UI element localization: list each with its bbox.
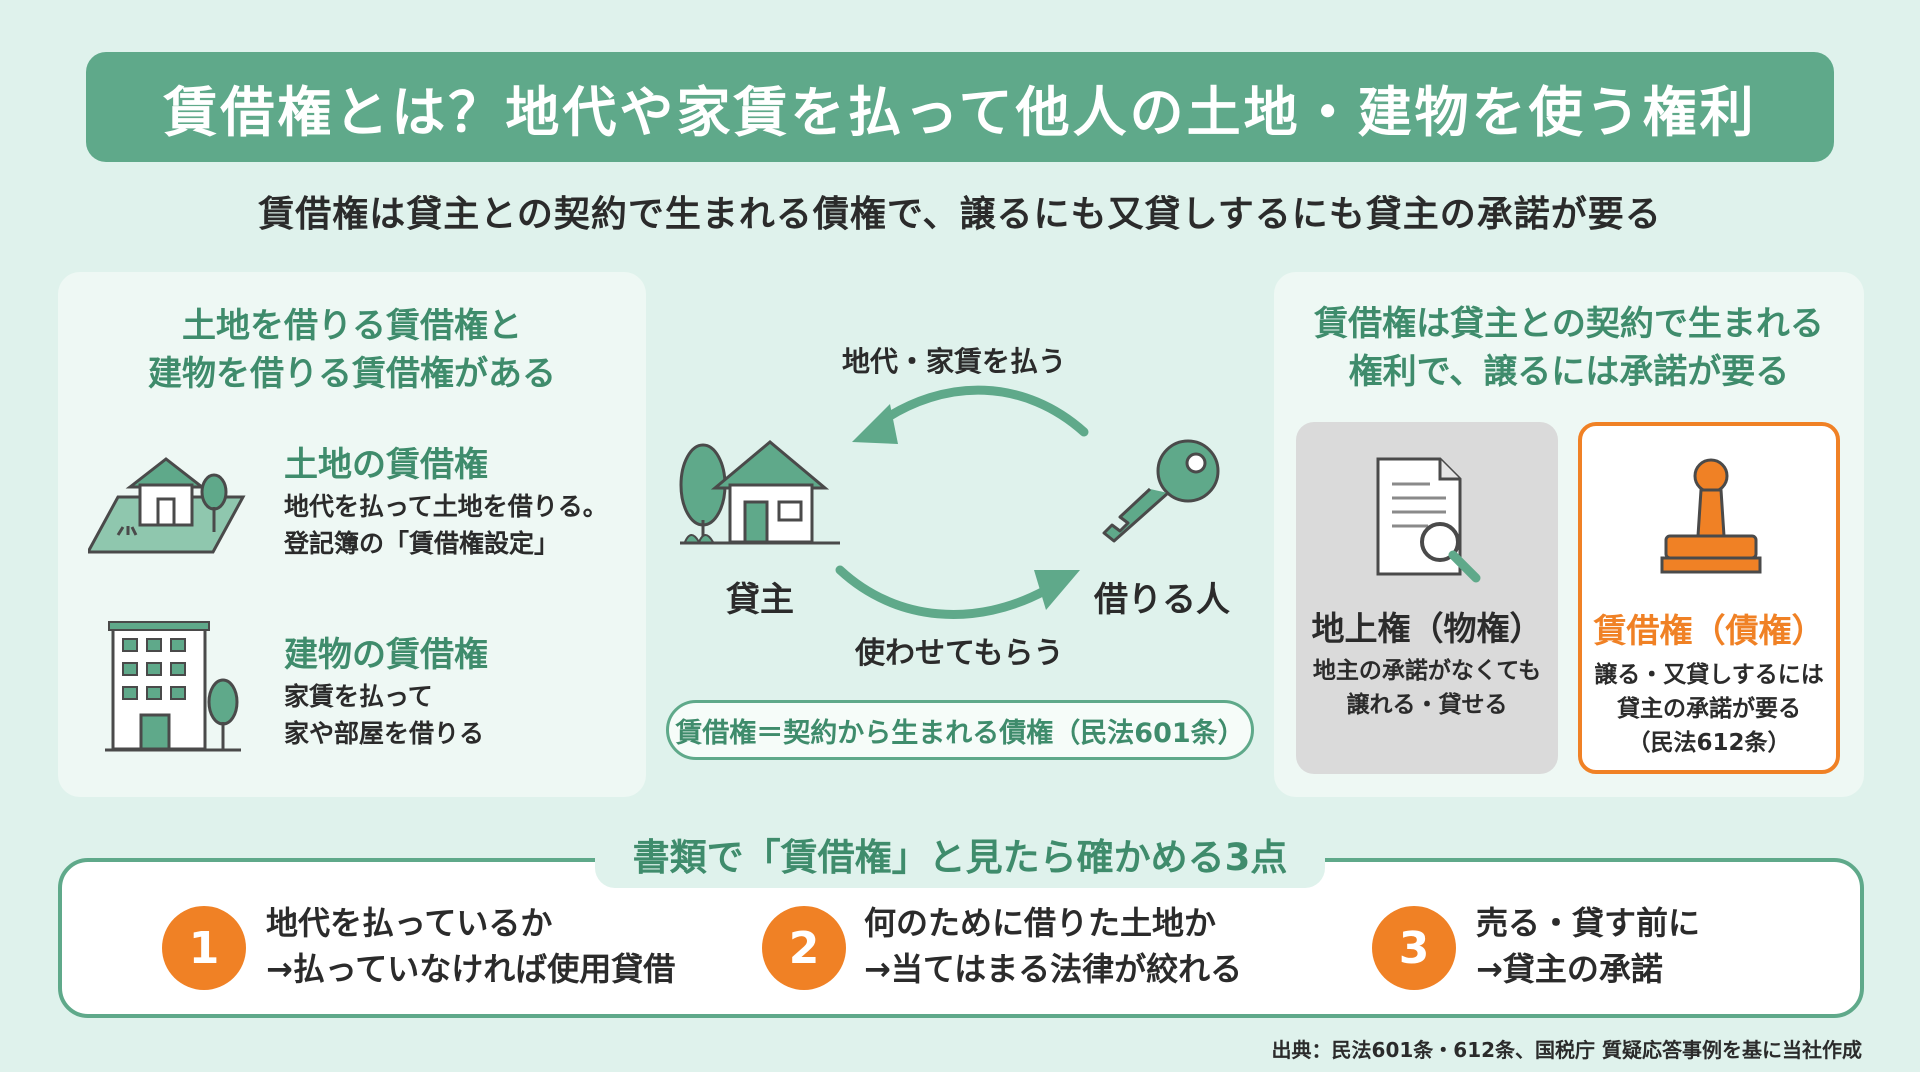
checklist-heading: 書類で「賃借権」と見たら確かめる3点 xyxy=(595,828,1325,888)
step-3-number: 3 xyxy=(1372,906,1456,990)
title-banner: 賃借権とは？地代や家賃を払って他人の土地・建物を使う権利 xyxy=(86,52,1834,162)
right-heading-line2: 権利で、譲るには承諾が要る xyxy=(1348,352,1790,392)
building-lease-desc-2: 家や部屋を借りる xyxy=(284,719,485,748)
building-icon xyxy=(105,621,241,752)
top-arrow-label: 地代・家賃を払う xyxy=(842,345,1067,378)
page-title: 賃借権とは？地代や家賃を払って他人の土地・建物を使う権利 xyxy=(163,80,1757,144)
house-land-icon xyxy=(88,457,246,554)
bottom-arrow-label: 使わせてもらう xyxy=(855,636,1064,671)
page-subtitle: 賃借権は貸主との契約で生まれる債権で、譲るにも又貸しするにも貸主の承諾が要る xyxy=(258,194,1662,235)
left-heading-line1: 土地を借りる賃借権と xyxy=(182,306,522,346)
step-2-line1: 何のために借りた土地か xyxy=(864,904,1217,942)
left-panel: 土地を借りる賃借権と 建物を借りる賃借権がある 土地の賃借権 地代を払って土地を… xyxy=(58,272,646,797)
step-3-line2: →貸主の承諾 xyxy=(1476,950,1663,988)
superficies-desc-2: 譲れる・貸せる xyxy=(1346,692,1508,718)
land-lease-title: 土地の賃借権 xyxy=(284,445,488,485)
superficies-desc-1: 地主の承諾がなくても xyxy=(1312,658,1542,684)
left-heading-line2: 建物を借りる賃借権がある xyxy=(148,354,556,394)
step-2-line2: →当てはまる法律が絞れる xyxy=(864,950,1243,988)
lender-label: 貸主 xyxy=(726,580,794,620)
step-3-line1: 売る・貸す前に xyxy=(1476,904,1701,942)
lease-definition-pill: 賃借権＝契約から生まれる債権（民法601条） xyxy=(666,700,1254,760)
lease-card-desc-1: 譲る・又貸しするには xyxy=(1594,662,1824,688)
arrow-left-icon xyxy=(852,385,1089,444)
lease-card-desc-3: （民法612条） xyxy=(1627,730,1791,756)
key-icon xyxy=(1102,439,1220,543)
step-2-number: 2 xyxy=(762,906,846,990)
source-note: 出典：民法601条・612条、国税庁 質疑応答事例を基に当社作成 xyxy=(1271,1038,1862,1062)
right-heading-line1: 賃借権は貸主との契約で生まれる xyxy=(1314,304,1824,344)
house-icon xyxy=(679,440,840,545)
step-1-number: 1 xyxy=(162,906,246,990)
lease-card-title: 賃借権（債権） xyxy=(1593,611,1825,650)
superficies-title: 地上権（物権） xyxy=(1311,609,1543,648)
arrow-right-icon xyxy=(835,565,1080,619)
step-1-line2: →払っていなければ使用貸借 xyxy=(266,950,676,988)
building-lease-title: 建物の賃借権 xyxy=(284,635,488,675)
stamp-icon xyxy=(1660,458,1762,574)
lease-card: 賃借権（債権） 譲る・又貸しするには 貸主の承諾が要る （民法612条） xyxy=(1578,422,1840,774)
step-1-line1: 地代を払っているか xyxy=(266,904,553,942)
borrower-label: 借りる人 xyxy=(1094,580,1230,620)
lease-card-desc-2: 貸主の承諾が要る xyxy=(1617,696,1801,722)
land-lease-desc-2: 登記簿の「賃借権設定」 xyxy=(284,529,560,558)
superficies-card: 地上権（物権） 地主の承諾がなくても 譲れる・貸せる xyxy=(1296,422,1558,774)
document-search-icon xyxy=(1376,457,1481,583)
building-lease-desc-1: 家賃を払って xyxy=(284,682,433,711)
land-lease-desc-1: 地代を払って土地を借りる。 xyxy=(284,492,608,521)
